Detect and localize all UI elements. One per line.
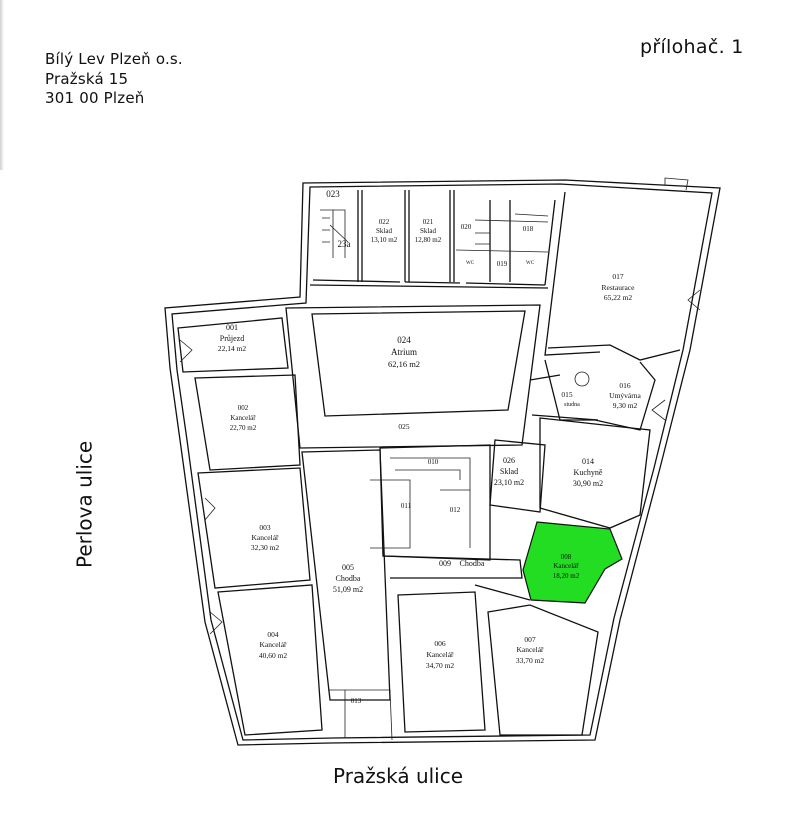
room-004-area: 40,60 m2	[259, 651, 288, 660]
room-014-id: 014	[582, 457, 594, 466]
room-007-id: 007	[524, 635, 536, 644]
room-005-name: Chodba	[336, 574, 361, 583]
room-002-name: Kancelář	[230, 414, 256, 422]
room-001-area: 22,14 m2	[218, 344, 247, 353]
room-015-name: studna	[564, 402, 580, 408]
room-003-id: 003	[259, 523, 271, 532]
room-013-id: 013	[351, 697, 362, 705]
room-010-id: 010	[428, 458, 439, 466]
room-001-id: 001	[226, 323, 238, 332]
room-002-id: 002	[238, 404, 249, 412]
room-011-id: 011	[401, 502, 412, 510]
room-023a-id: 23a	[338, 239, 351, 249]
room-007-area: 33,70 m2	[516, 656, 545, 665]
room-004-id: 004	[267, 630, 279, 639]
room-022-id: 022	[379, 218, 390, 226]
room-021-id: 021	[423, 218, 434, 226]
address-street: Pražská 15	[45, 69, 129, 88]
room-026-name: Sklad	[500, 467, 518, 476]
room-018-id: 018	[523, 225, 534, 233]
room-014-name: Kuchyně	[574, 468, 603, 477]
room-003-name: Kancelář	[251, 533, 279, 542]
address-block: Bílý Lev Plzeň o.s. Pražská 15 301 00 Pl…	[45, 50, 183, 109]
room-026-id: 026	[503, 456, 515, 465]
room-024-area: 62,16 m2	[388, 359, 420, 369]
room-005-area: 51,09 m2	[333, 585, 363, 594]
room-017-name: Restaurace	[602, 283, 636, 292]
room-016-id: 016	[619, 381, 631, 390]
room-006-area: 34,70 m2	[426, 661, 455, 670]
room-017-id: 017	[612, 272, 624, 281]
room-006-name: Kancelář	[426, 650, 454, 659]
room-026-area: 23,10 m2	[494, 478, 524, 487]
room-006-id: 006	[434, 639, 446, 648]
room-021-area: 12,80 m2	[415, 236, 442, 244]
address-city: 301 00 Plzeň	[45, 89, 145, 107]
room-004-name: Kancelář	[259, 640, 287, 649]
room-017-area: 65,22 m2	[604, 293, 633, 302]
wc-label-2: WC	[526, 261, 535, 266]
attachment-label: přílohač. 1	[640, 36, 744, 58]
room-015-id: 015	[561, 390, 573, 399]
room-019-id: 019	[497, 260, 508, 268]
room-022-area: 13,10 m2	[371, 236, 398, 244]
wc-label-1: WC	[466, 261, 475, 266]
street-label-south: Pražská ulice	[333, 764, 464, 788]
scan-edge-shadow	[0, 0, 4, 170]
room-003-area: 32,30 m2	[251, 543, 280, 552]
room-008-name: Kancelář	[553, 562, 579, 570]
room-labels: 001 Průjezd 22,14 m2 002 Kancelář 22,70 …	[218, 189, 642, 705]
room-005-id: 005	[342, 563, 354, 572]
room-009-id: 009	[439, 559, 451, 568]
room-008-highlight	[522, 521, 623, 604]
organization-name: Bílý Lev Plzeň o.s.	[45, 50, 183, 68]
inner-walls	[177, 190, 701, 741]
room-014-area: 30,90 m2	[573, 479, 603, 488]
room-008-id: 008	[561, 553, 572, 561]
room-007-name: Kancelář	[516, 645, 544, 654]
room-012-id: 012	[450, 506, 461, 514]
room-002-area: 22,70 m2	[230, 424, 257, 432]
room-001-name: Průjezd	[220, 334, 244, 343]
street-label-west: Perlova ulice	[72, 440, 97, 568]
room-024-id: 024	[397, 335, 411, 345]
room-025-id: 025	[398, 422, 410, 431]
outer-walls	[164, 177, 721, 746]
room-016-area: 9,30 m2	[613, 401, 638, 410]
room-016-name: Umývárna	[609, 391, 641, 400]
room-008-area: 18,20 m2	[553, 572, 580, 580]
room-020-id: 020	[461, 223, 472, 231]
room-009-name: Chodba	[460, 559, 485, 568]
room-021-name: Sklad	[420, 227, 436, 235]
room-022-name: Sklad	[376, 227, 392, 235]
room-023-id: 023	[326, 189, 340, 199]
room-024-name: Atrium	[391, 347, 417, 357]
